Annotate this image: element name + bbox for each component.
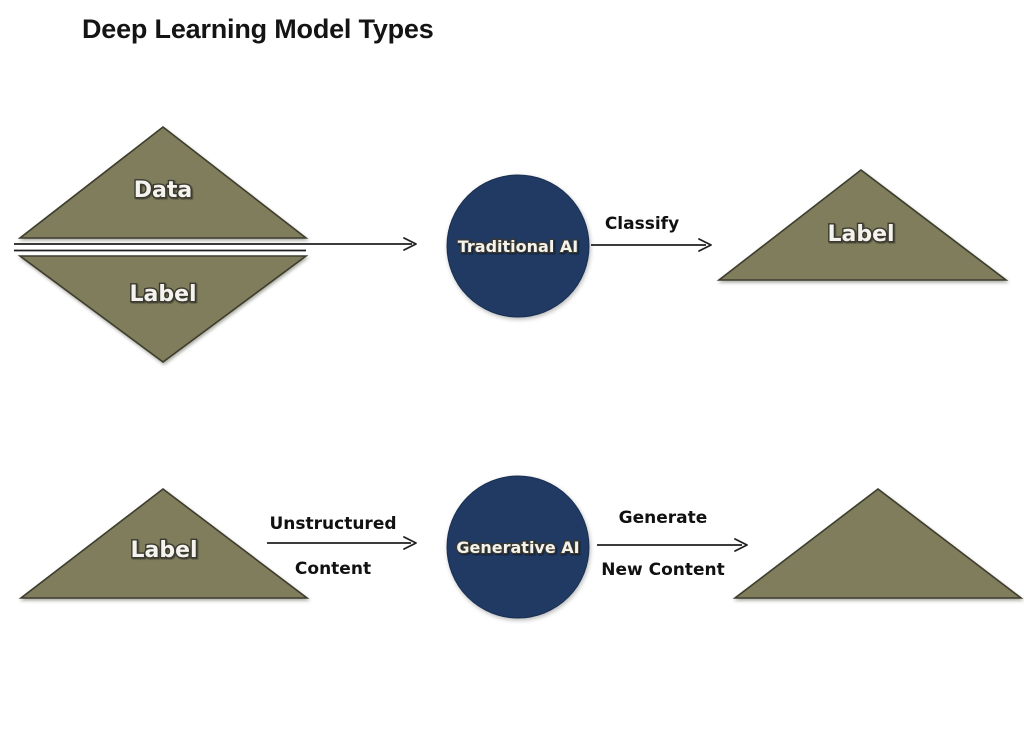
output-label-triangle-label: Label: [827, 222, 894, 247]
generate-label: Generate: [619, 508, 708, 528]
output-label-triangle: [716, 168, 1009, 281]
content-label: Content: [295, 559, 371, 579]
traditional-ai-circle: [446, 174, 590, 318]
new-content-label: New Content: [601, 560, 725, 580]
label-triangle-label: Label: [129, 282, 196, 307]
unstructured-content-arrow: Unstructured Content: [267, 514, 417, 579]
flow1-input-diamond: Data Label: [17, 125, 309, 363]
diagram-title: Deep Learning Model Types: [82, 14, 434, 44]
unstructured-arrowhead-icon: [403, 536, 417, 550]
label-input-triangle-label: Label: [130, 538, 197, 563]
label-triangle-inverted: [17, 255, 309, 363]
flow2-output: [732, 487, 1024, 599]
generative-ai-label: Generative AI: [456, 538, 579, 557]
classify-label: Classify: [605, 214, 679, 234]
unstructured-label: Unstructured: [269, 514, 396, 534]
classify-arrowhead-icon: [698, 238, 712, 252]
generative-ai-circle: [446, 475, 590, 619]
input-arrow: [14, 237, 417, 252]
flow2-input: Label: [18, 487, 310, 599]
traditional-ai-node: Traditional AI: [446, 174, 590, 318]
generate-new-content-arrow: Generate New Content: [597, 508, 748, 580]
data-triangle-label: Data: [134, 178, 192, 203]
flow1-output: Label: [716, 168, 1009, 281]
input-arrowhead-icon: [403, 237, 417, 251]
traditional-ai-label: Traditional AI: [458, 237, 578, 256]
generate-arrowhead-icon: [734, 538, 748, 552]
generative-ai-node: Generative AI: [446, 475, 590, 619]
label-input-triangle: [18, 487, 310, 599]
classify-arrow: Classify: [591, 214, 712, 252]
data-triangle: [17, 125, 309, 239]
output-unlabeled-triangle: [732, 487, 1024, 599]
